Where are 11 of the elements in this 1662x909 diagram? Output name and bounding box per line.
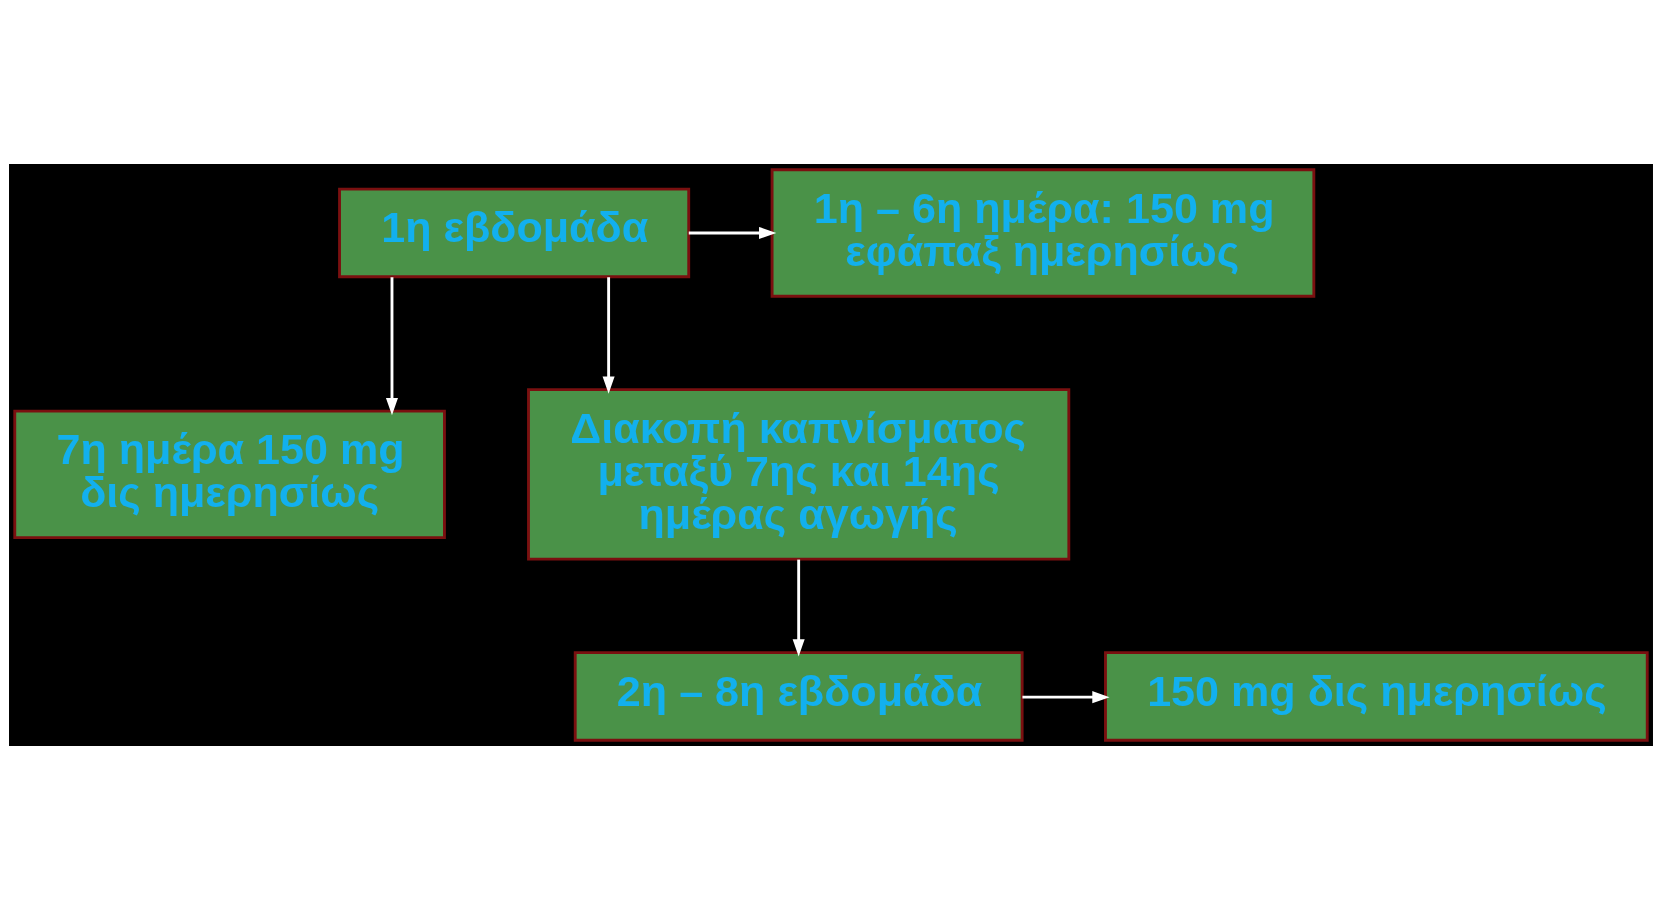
node-box: Διακοπή καπνίσματος μεταξύ 7ης και 14ης ημέρας αγωγής [527, 387, 1071, 561]
arrow [602, 276, 615, 394]
node-box: 2η – 8η εβδομάδα [573, 650, 1024, 742]
arrow [792, 559, 805, 656]
arrow [688, 226, 777, 239]
node-box: 150 mg δις ημερησίως [1104, 650, 1649, 742]
arrow [385, 276, 399, 415]
node-box: 1η εβδομάδα [338, 187, 691, 278]
node-box: 1η – 6η ημέρα: 150 mg εφάπαξ ημερησίως [770, 167, 1316, 298]
node-box: 7η ημέρα 150 mg δις ημερησίως [13, 409, 446, 539]
arrow [1022, 690, 1110, 703]
